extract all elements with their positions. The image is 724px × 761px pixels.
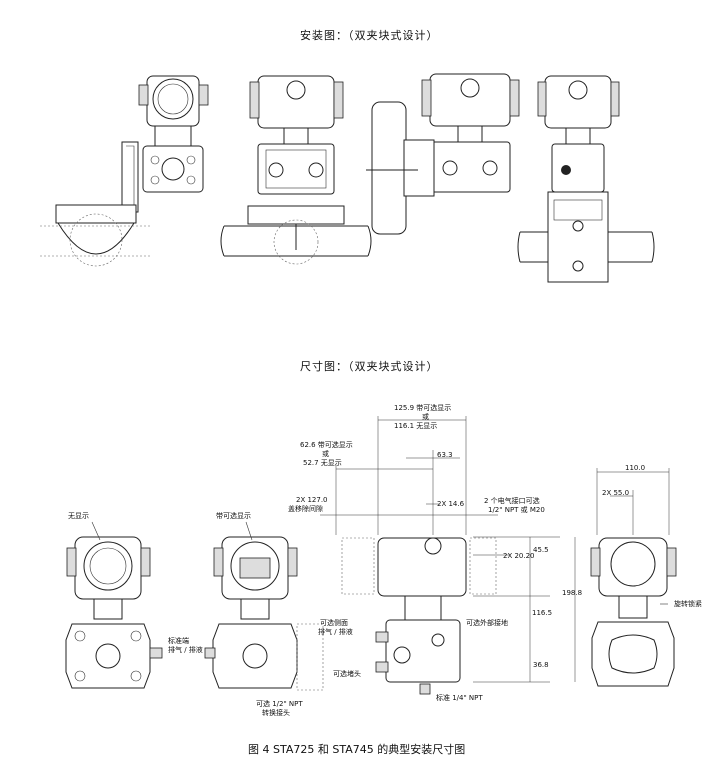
dim-view-no-display — [65, 521, 163, 689]
dim-view-side — [320, 416, 576, 695]
dim-52-7: 52.7 无显示 — [303, 459, 342, 467]
dim-125-9: 125.9 带可选显示 — [394, 404, 452, 412]
label-elec-1: 2 个电气接口可选 — [484, 497, 540, 505]
label-std-vent-2: 排气 / 排液 — [168, 646, 203, 654]
install-view-1 — [40, 75, 209, 267]
label-with-display: 带可选显示 — [216, 512, 251, 520]
dim-view-with-display — [204, 521, 324, 691]
dim-198-8: 198.8 — [562, 589, 583, 597]
install-title: 安装图：（双夹块式设计） — [300, 29, 439, 42]
label-npt-adapter-1: 可选 1/2" NPT — [256, 700, 303, 708]
label-no-display: 无显示 — [68, 512, 89, 520]
dim-45-5: 45.5 — [533, 546, 549, 554]
dimension-title: 尺寸图：（双夹块式设计） — [300, 360, 439, 373]
label-side-vent-1: 可选侧面 — [320, 619, 348, 627]
label-side-vent-2: 排气 / 排液 — [318, 628, 353, 636]
label-elec-2: 1/2" NPT 或 M20 — [488, 506, 545, 514]
label-std-npt: 标准 1/4" NPT — [436, 694, 483, 702]
dim-view-rear — [590, 468, 677, 687]
install-view-2 — [220, 75, 372, 265]
label-std-vent-1: 标准端 — [168, 637, 189, 645]
dim-2x-55: 2X 55.0 — [602, 489, 630, 497]
dim-116-5: 116.5 — [532, 609, 553, 617]
dim-or-2: 或 — [322, 450, 329, 458]
dim-2x-14-6: 2X 14.6 — [437, 500, 465, 508]
label-npt-adapter-2: 转换接头 — [262, 709, 290, 717]
label-rot-lock: 旋转锁紧 — [674, 600, 702, 608]
figure-caption: 图 4 STA725 和 STA745 的典型安装尺寸图 — [248, 743, 466, 756]
dim-62-6: 62.6 带可选显示 — [300, 441, 353, 449]
dim-or-1: 或 — [422, 413, 429, 421]
dim-cover-clearance: 盖移除间隙 — [288, 505, 323, 513]
install-view-4 — [517, 75, 655, 283]
label-plug: 可选堵头 — [333, 670, 361, 678]
dim-110: 110.0 — [625, 464, 646, 472]
dim-116-1: 116.1 无显示 — [394, 422, 438, 430]
dim-36-8: 36.8 — [533, 661, 549, 669]
label-ext-ground: 可选外部接地 — [466, 619, 508, 627]
dim-2x-127: 2X 127.0 — [296, 496, 328, 504]
dim-2x-20-20: 2X 20.20 — [503, 552, 535, 560]
dim-63-3: 63.3 — [437, 451, 453, 459]
install-view-3 — [366, 73, 520, 235]
